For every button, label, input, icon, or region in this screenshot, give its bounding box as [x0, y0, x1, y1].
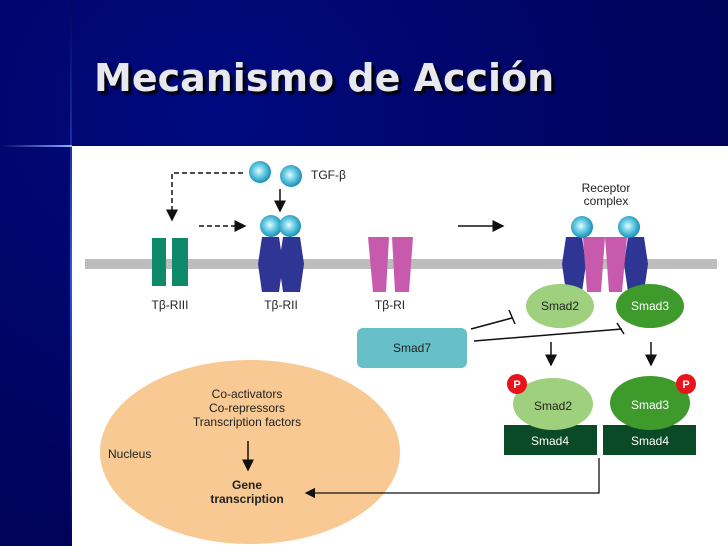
smad7-label: Smad7 [393, 341, 431, 355]
smad3-label: Smad3 [631, 299, 669, 313]
smad4 [504, 425, 597, 455]
receptor-r1-subunit [392, 237, 413, 292]
inhibition-bar [508, 309, 516, 325]
complex-ligand [618, 216, 640, 238]
complex-ligand [571, 216, 593, 238]
smad3-p-label: Smad3 [631, 398, 669, 412]
smad2-label: Smad2 [541, 299, 579, 313]
receptor-r3-bar [152, 238, 166, 286]
receptor-r3-label: Tβ-RIII [152, 298, 189, 312]
factor-coactivators: Co-activators [212, 387, 283, 401]
bound-ligand [260, 215, 282, 237]
inhibition-bar [616, 322, 625, 335]
receptor-r3-bar [172, 238, 188, 286]
inhibition-smad7-smad2 [470, 317, 513, 330]
gene-label: Gene [232, 478, 262, 492]
slide-title: Mecanismo de Acción [94, 56, 555, 100]
phosphate-label: P [682, 379, 689, 391]
phosphate-label: P [513, 379, 520, 391]
complex-label-line2: complex [584, 194, 629, 208]
smad4 [603, 425, 696, 455]
receptor-r1-label: Tβ-RI [375, 298, 405, 312]
nucleus [100, 360, 400, 544]
tgf-beta-ligand [249, 161, 271, 183]
dashed-arrow-to-r3 [166, 172, 243, 222]
receptor-r1-subunit [368, 237, 389, 292]
smad2 [526, 284, 594, 328]
complex-label-line1: Receptor [582, 181, 631, 195]
inhibition-smad7-smad3 [473, 328, 623, 342]
receptor-r2-subunit [258, 237, 283, 292]
factor-transcription-factors: Transcription factors [193, 415, 301, 429]
complex-r1-subunit [583, 237, 605, 292]
complex-r2-subunit [624, 237, 648, 292]
receptor-r2-subunit [279, 237, 304, 292]
smad4-label: Smad4 [631, 434, 669, 448]
complex-r2-subunit [562, 237, 586, 292]
transcription-label: transcription [210, 492, 283, 506]
phosphate-badge [676, 374, 696, 394]
smad3-phosphorylated [610, 376, 690, 430]
smad2-phosphorylated [513, 378, 593, 430]
decorative-vertical-line [70, 0, 72, 546]
bound-ligand [279, 215, 301, 237]
smad4-label: Smad4 [531, 434, 569, 448]
receptor-r2-label: Tβ-RII [264, 298, 298, 312]
nucleus-label: Nucleus [108, 447, 151, 461]
factor-corepressors: Co-repressors [209, 401, 285, 415]
smad7 [357, 328, 467, 368]
phosphate-badge [507, 374, 527, 394]
complex-r1-subunit [605, 237, 627, 292]
decorative-horizontal-line [0, 145, 72, 147]
tgf-beta-ligand [280, 165, 302, 187]
smad3 [616, 284, 684, 328]
smad2-p-label: Smad2 [534, 399, 572, 413]
tgf-beta-label: TGF-β [311, 168, 346, 182]
arrow-to-gene-transcription [304, 458, 600, 499]
